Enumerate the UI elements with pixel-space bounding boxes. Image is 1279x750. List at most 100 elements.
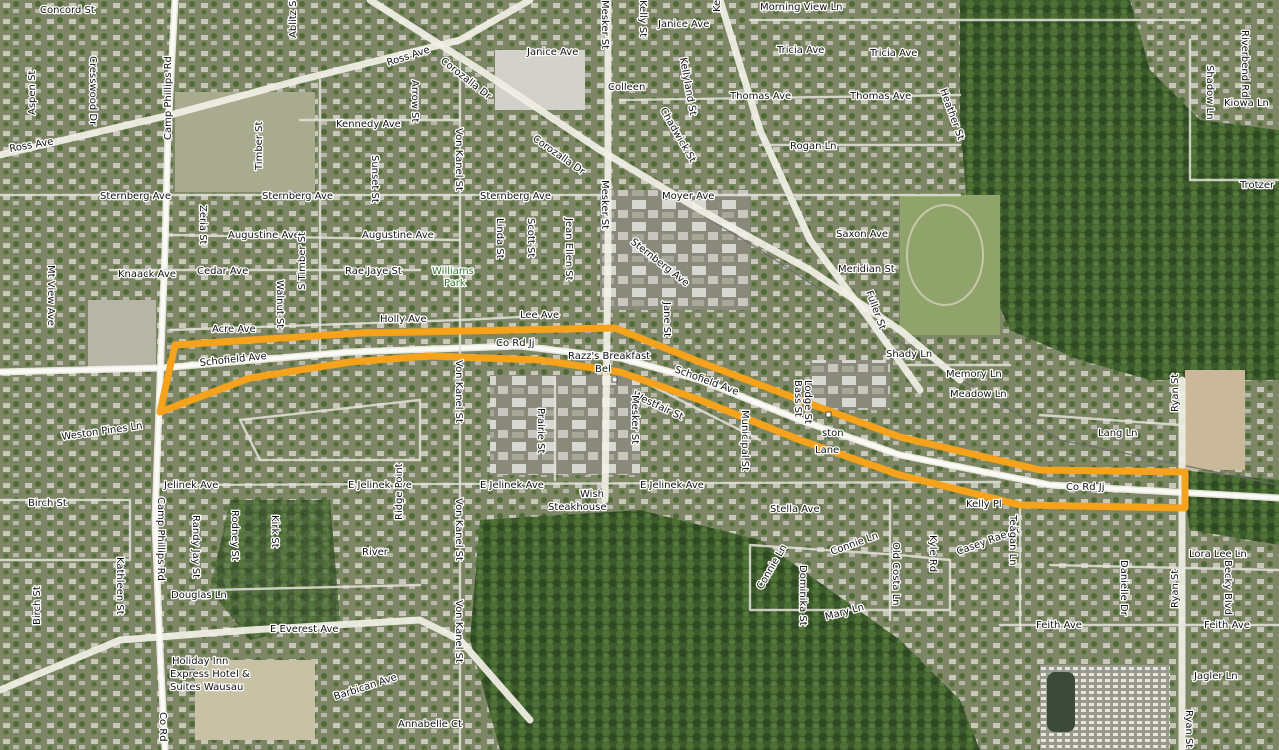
road-label: Stella Ave (770, 504, 820, 515)
road-label: E Jelinek Ave (480, 480, 544, 491)
road-label: Aspen St (27, 71, 38, 115)
road-label: Riverbend Rd (1239, 30, 1250, 98)
poi-marker[interactable] (825, 411, 832, 418)
road-label: Janice Ave (526, 47, 578, 58)
forest-northeast (960, 0, 1279, 380)
forest-east (1180, 470, 1279, 545)
road-label: Sunset St (369, 155, 380, 203)
road-label: Lane (815, 445, 839, 456)
road-label: Shady Ln (886, 349, 932, 360)
road-label: Annabelle Ct (398, 719, 462, 730)
road-label: Prairie St (535, 408, 546, 453)
road-label: Danielle Dr (1118, 560, 1129, 617)
road-label: Mt View Ave (45, 265, 56, 326)
warehouse-north (495, 50, 585, 110)
road-label: Arrow St (409, 80, 420, 122)
road-label: E Jelinek Ave (348, 480, 412, 491)
forest-southwest (210, 500, 340, 640)
road-label: Mesker St (599, 180, 610, 229)
road-label: Moyer Ave (662, 191, 714, 202)
road-label: Von Kanel St (453, 600, 464, 663)
road-label: Tricia Ave (776, 45, 824, 56)
road-label: E Everest Ave (270, 624, 339, 635)
wish-steakhouse-label[interactable]: Ψ Wish Steakhouse (547, 488, 608, 515)
road-label: Ryan St (1183, 710, 1194, 748)
road-label: Becky Blvd (1222, 560, 1233, 615)
svg-text:Park: Park (444, 278, 466, 289)
road-label: E Jelinek Ave (640, 480, 704, 491)
road-label: Sternberg Ave (100, 191, 171, 202)
poi-marker[interactable] (611, 376, 618, 383)
road-label: Ridge Point (394, 463, 405, 520)
road-label: Janice Ave (657, 19, 709, 30)
road-label: Ablitz St (288, 0, 299, 38)
road-label: Von Kanel St (453, 498, 464, 561)
road-label: Tricia Ave (869, 48, 917, 59)
road-label: Jagler Ln (1193, 671, 1238, 682)
place-labels: Williams Park Razz's Breakfast Ψ Wish St… (169, 265, 845, 695)
field-west (88, 300, 156, 370)
minor-roads (0, 18, 1279, 750)
road-label: Camp Phillips Rd (155, 497, 166, 581)
road-label: Ryan St (1170, 570, 1181, 608)
williams-park-label[interactable]: Williams Park (431, 265, 475, 291)
road-label: Jane St (661, 301, 672, 337)
industrial-north (600, 190, 750, 310)
road-label: Kelly Rd (712, 0, 723, 12)
road-label: Randy Jay St (190, 515, 201, 578)
road-label: Kelly St (637, 0, 648, 37)
road-label: Mesker St (599, 0, 610, 49)
road-label: Holly Ave (380, 314, 427, 325)
road-label: Lodge St (802, 380, 813, 424)
razzs-breakfast-label[interactable]: Razz's Breakfast (567, 350, 652, 364)
road-label: Co Rd (157, 712, 168, 742)
svg-text:Wish: Wish (580, 489, 604, 500)
track-field (906, 204, 984, 306)
road-label: Timber St (254, 122, 265, 171)
road-label: Kiowa Ln (1224, 98, 1269, 109)
road-label: Kyle Rd (927, 535, 938, 572)
road-label: Teagan Ln (1007, 514, 1018, 566)
weston-label[interactable]: ston (821, 427, 845, 441)
road-label: Douglas Ln (171, 590, 227, 601)
road-label: Lang Ln (1098, 428, 1137, 439)
road-label: Lora Lee Ln (1189, 549, 1247, 560)
road-label: River (362, 547, 389, 558)
road-label: Thomas Ave (729, 91, 791, 102)
road-label: Kennedy Ave (336, 119, 401, 130)
road-label: Knaack Ave (118, 269, 176, 280)
road-label: Co Rd Jj (496, 338, 534, 349)
road-label: Mesker St (629, 395, 640, 444)
industrial-central (490, 375, 640, 475)
road-label: Acre Ave (212, 324, 256, 335)
road-label: Von Kanel St (453, 128, 464, 191)
road-label: Concord St (40, 5, 95, 16)
forest-south (470, 510, 980, 750)
road-label: Shadow Ln (1204, 65, 1215, 120)
svg-text:Holiday Inn: Holiday Inn (172, 656, 228, 667)
road-label: Colleen (608, 82, 645, 93)
road-label: Camp Phillips Rd (163, 56, 174, 140)
road-label: Walnut St (274, 280, 285, 328)
svg-text:Express Hotel &: Express Hotel & (170, 669, 250, 680)
highlighted-corridor-outline[interactable] (156, 324, 1189, 512)
road-label: Meadow Ln (950, 389, 1007, 400)
road-label: Co Rd Jj (1066, 482, 1104, 493)
road-label: Feith Ave (1204, 620, 1250, 631)
svg-text:Williams: Williams (432, 266, 474, 277)
road-label: Rogan Ln (790, 141, 837, 152)
holiday-inn-label[interactable]: Holiday Inn Express Hotel & Suites Wausa… (169, 655, 251, 695)
road-label: Kirk St (269, 515, 280, 548)
road-label: Sternberg Ave (480, 191, 551, 202)
road-label: Ryan St (1170, 374, 1181, 412)
road-label: Linda St (494, 218, 505, 259)
industrial-east (810, 360, 890, 410)
road-label: Rae Jaye St (345, 266, 402, 277)
bell-label[interactable]: Bel (594, 363, 612, 377)
sand-area-east (1185, 370, 1245, 470)
road-label: Dominika St (797, 565, 808, 626)
road-label: Memory Ln (946, 369, 1002, 380)
road-label: Old Costa Ln (890, 542, 901, 606)
